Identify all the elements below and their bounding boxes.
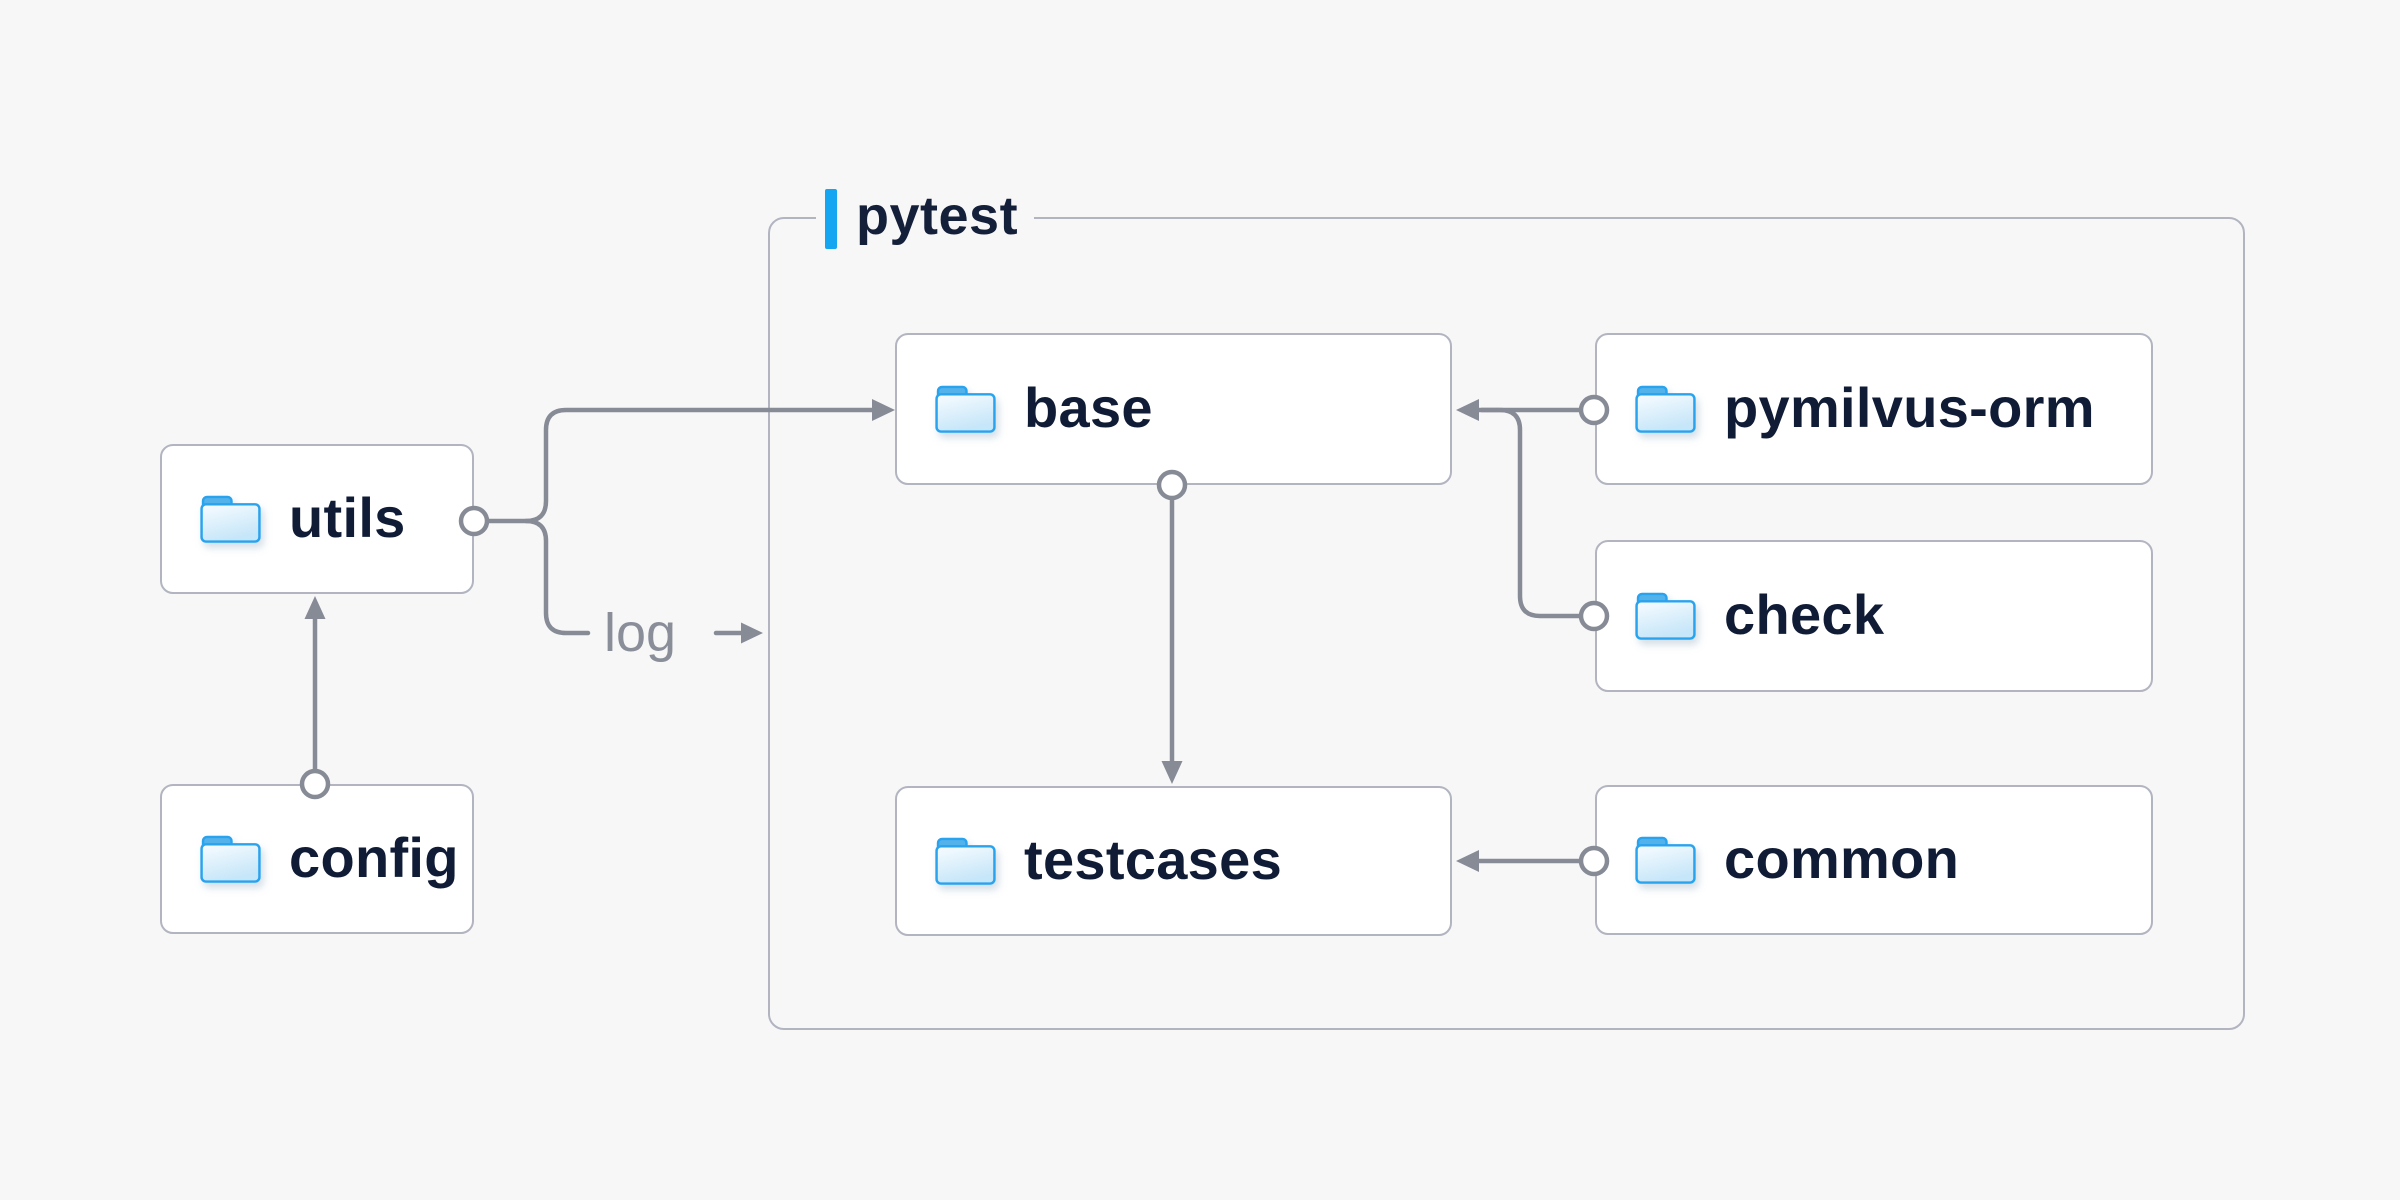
edge-utils-to-log [523,518,591,636]
pytest-group-label: pytest [816,185,1035,253]
folder-icon [935,837,996,885]
node-check: check [1595,540,2153,692]
folder-icon [1635,385,1696,433]
node-label-common: common [1724,826,1960,890]
node-label-base: base [1024,375,1153,439]
node-utils: utils [160,444,474,594]
node-config: config [160,784,474,934]
node-label-config: config [289,825,459,889]
node-testcases: testcases [895,786,1452,936]
pytest-group-container: pytest [768,185,2245,1030]
node-common: common [1595,785,2153,935]
folder-icon [1635,836,1696,884]
node-label-utils: utils [289,485,406,549]
arrowhead-log [741,622,763,644]
log-edge-label: log [604,603,677,663]
node-label-check: check [1724,582,1885,646]
node-pymilvus-orm: pymilvus-orm [1595,333,2153,485]
node-label-pymilvus-orm: pymilvus-orm [1724,375,2095,439]
folder-icon [1635,592,1696,640]
folder-icon [935,385,996,433]
node-label-testcases: testcases [1024,827,1283,891]
node-base: base [895,333,1452,485]
accent-bar-icon [825,189,837,249]
folder-icon [200,495,261,543]
folder-icon [200,835,261,883]
pytest-group-title: pytest [856,186,1019,246]
arrowhead-into-utils-bottom [304,596,326,619]
